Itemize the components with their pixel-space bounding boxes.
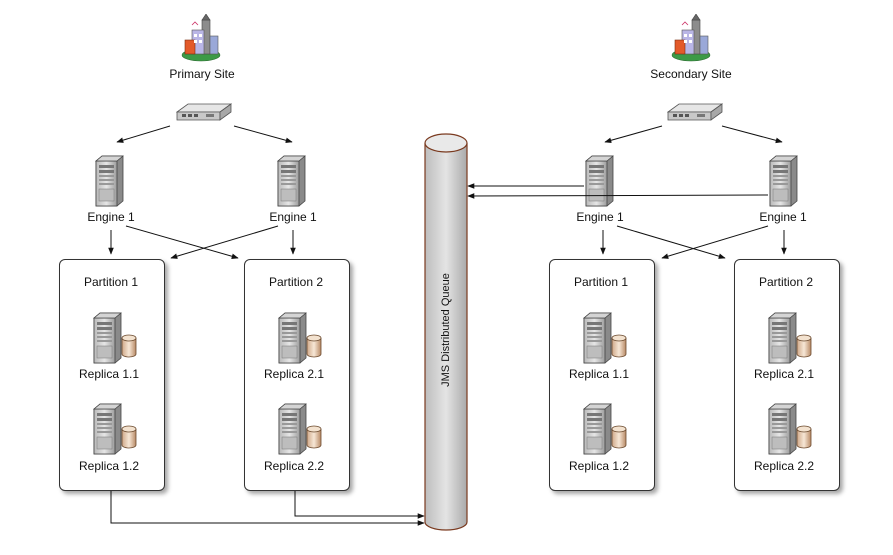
replica-database-icon <box>796 425 812 449</box>
partition-title: Partition 2 <box>758 275 814 289</box>
arrow-hub-to-engine-left <box>604 125 663 143</box>
arrow-replica-to-queue <box>110 480 425 526</box>
jms-queue-label: JMS Distributed Queue <box>440 273 452 387</box>
replica-database-icon <box>611 425 627 449</box>
engine-label: Engine 1 <box>576 210 624 224</box>
arrow-hub-to-engine-right <box>721 125 783 144</box>
replica-server-icon <box>768 312 797 364</box>
replica-label: Replica 2.2 <box>263 459 325 473</box>
replica-database-icon <box>121 425 137 449</box>
replica-server-icon <box>93 312 122 364</box>
arrow-engine-cross <box>170 225 279 259</box>
replica-server-icon <box>768 403 797 455</box>
replica-server-icon <box>583 312 612 364</box>
replica-server-icon <box>583 403 612 455</box>
arrow-engine-to-queue <box>467 193 769 199</box>
replica-server-icon <box>278 403 307 455</box>
replica-label: Replica 2.1 <box>753 367 815 381</box>
arrow-hub-to-engine-left <box>116 125 171 143</box>
replica-database-icon <box>306 425 322 449</box>
engine-label: Engine 1 <box>759 210 807 224</box>
replica-label: Replica 1.2 <box>78 459 140 473</box>
replica-server-icon <box>93 403 122 455</box>
replica-label: Replica 2.1 <box>263 367 325 381</box>
replica-database-icon <box>121 334 137 358</box>
arrow-engine-cross <box>125 225 239 259</box>
primary-site-label: Primary Site <box>169 67 235 81</box>
replica-label: Replica 1.1 <box>78 367 140 381</box>
arrow-replica-to-queue <box>294 480 425 519</box>
partition-title: Partition 1 <box>573 275 629 289</box>
replica-database-icon <box>611 334 627 358</box>
jms-queue-cylinder <box>424 133 468 531</box>
arrow-hub-to-engine-right <box>233 125 293 144</box>
engine-label: Engine 1 <box>87 210 135 224</box>
replica-label: Replica 1.2 <box>568 459 630 473</box>
partition-title: Partition 1 <box>83 275 139 289</box>
partition-title: Partition 2 <box>268 275 324 289</box>
replica-server-icon <box>278 312 307 364</box>
engine-label: Engine 1 <box>269 210 317 224</box>
arrow-engine-cross <box>616 225 726 259</box>
secondary-site-label: Secondary Site <box>650 67 732 81</box>
replica-database-icon <box>306 334 322 358</box>
replica-label: Replica 1.1 <box>568 367 630 381</box>
replica-label: Replica 2.2 <box>753 459 815 473</box>
partition-box-primary-2 <box>244 259 350 491</box>
arrow-engine-cross <box>661 225 769 259</box>
replica-database-icon <box>796 334 812 358</box>
